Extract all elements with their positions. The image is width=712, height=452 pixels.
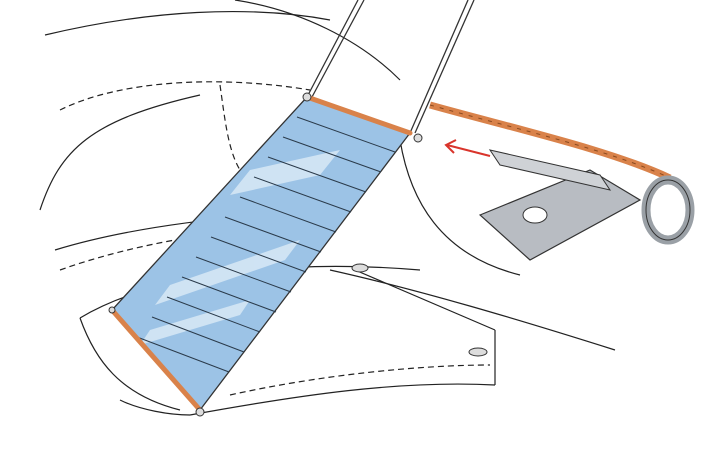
halyard-lines [306,0,475,134]
arrow-icon [444,139,491,157]
shackles [108,92,488,417]
deck-bracket [478,149,695,261]
panel-battens [136,116,396,373]
orange-rope [429,101,672,182]
deck-outlines [39,0,616,416]
lashing-bars [109,94,413,413]
